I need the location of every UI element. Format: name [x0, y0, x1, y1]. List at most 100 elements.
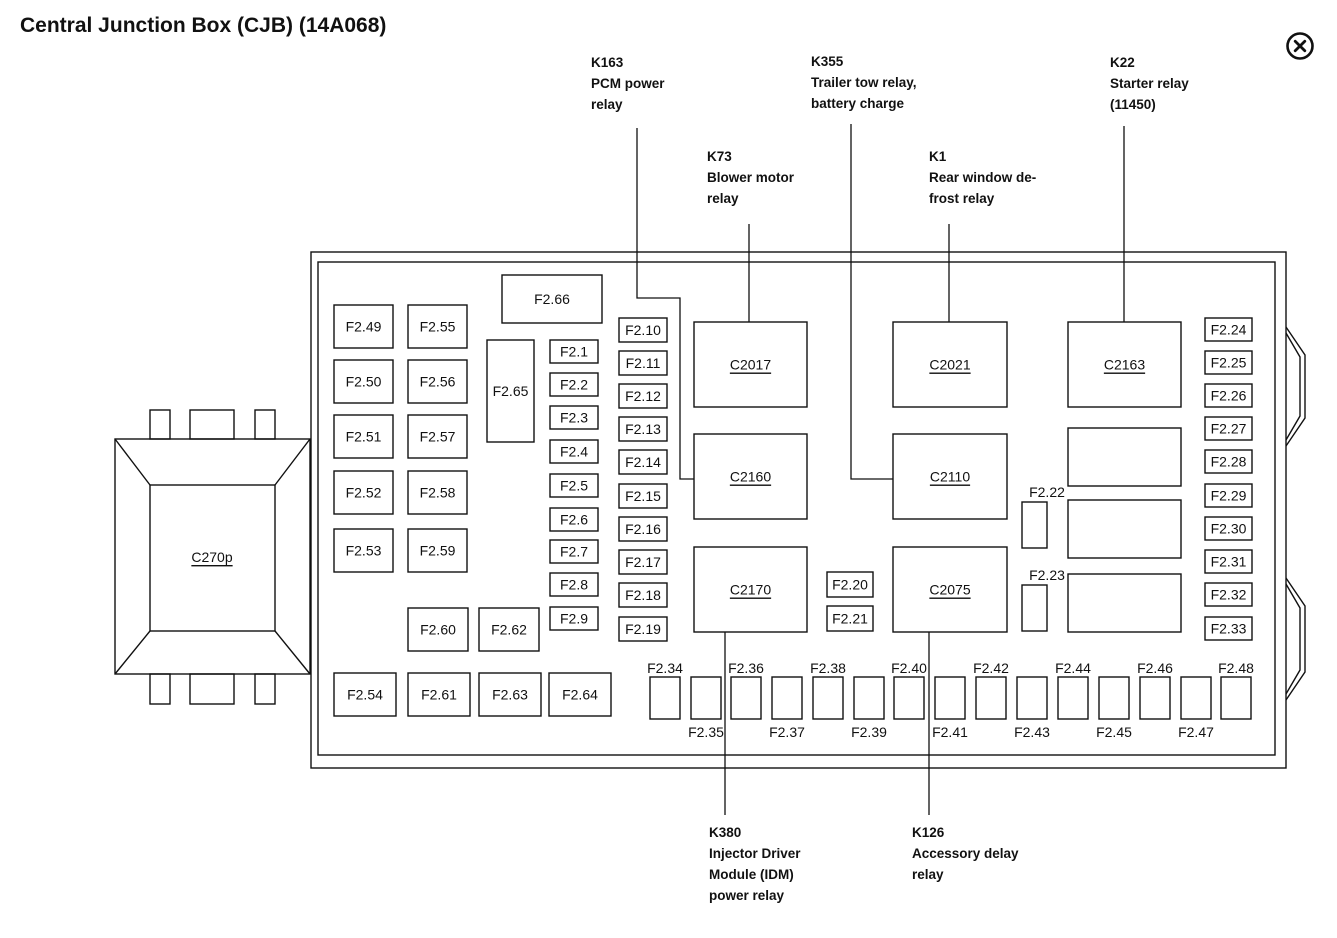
fuse-f2-5-label: F2.5 [560, 478, 588, 494]
fuse-f2-59-label: F2.59 [420, 543, 456, 559]
fuse-f2-54 [333, 672, 397, 717]
fuse-f2-35-label: F2.35 [688, 724, 724, 740]
fuse-f2-62-label: F2.62 [491, 622, 527, 638]
relay-c2075 [892, 546, 1008, 633]
fuse-f2-52-label: F2.52 [346, 485, 382, 501]
fuse-f2-24 [1204, 317, 1253, 342]
fuse-f2-27-label: F2.27 [1211, 421, 1247, 437]
fuse-f2-3-label: F2.3 [560, 410, 588, 426]
fuse-f2-31-label: F2.31 [1211, 554, 1247, 570]
fuse-f2-49-label: F2.49 [346, 319, 382, 335]
fuse-f2-36-label: F2.36 [728, 660, 764, 676]
fuse-f2-65 [486, 339, 535, 443]
fuse-f2-10-label: F2.10 [625, 322, 661, 338]
fuse-f2-17 [618, 549, 668, 575]
fuse-f2-9 [549, 606, 599, 631]
fuse-f2-66-label: F2.66 [534, 291, 570, 307]
fuse-f2-50 [333, 359, 394, 404]
fuse-f2-54-label: F2.54 [347, 687, 383, 703]
fuse-f2-46 [1139, 676, 1171, 720]
fuse-f2-25 [1204, 350, 1253, 375]
right-clip-upper [1285, 326, 1306, 447]
fuse-f2-4-label: F2.4 [560, 444, 588, 460]
relay-c2110 [892, 433, 1008, 520]
fuse-f2-49 [333, 304, 394, 349]
fuse-f2-61 [407, 672, 471, 717]
fuse-f2-22 [1021, 501, 1048, 549]
fuse-f2-8-label: F2.8 [560, 577, 588, 593]
fuse-f2-45 [1098, 676, 1130, 720]
relay-c2160 [693, 433, 808, 520]
fuse-f2-45-label: F2.45 [1096, 724, 1132, 740]
fuse-f2-21 [826, 605, 874, 632]
fuse-f2-15 [618, 483, 668, 509]
right-clip-lower [1285, 577, 1306, 701]
fuse-f2-44 [1057, 676, 1089, 720]
fuse-f2-8 [549, 572, 599, 597]
housing-outer [310, 251, 1287, 769]
fuse-f2-24-label: F2.24 [1211, 322, 1247, 338]
fuse-f2-40-label: F2.40 [891, 660, 927, 676]
fuse-f2-11 [618, 350, 668, 376]
fuse-f2-41 [934, 676, 966, 720]
fuse-f2-64-label: F2.64 [562, 687, 598, 703]
fuse-f2-56 [407, 359, 468, 404]
fuse-f2-18-label: F2.18 [625, 587, 661, 603]
fuse-f2-34 [649, 676, 681, 720]
fuse-f2-1-label: F2.1 [560, 344, 588, 360]
fuse-f2-11-label: F2.11 [626, 355, 661, 371]
fuse-f2-41-label: F2.41 [932, 724, 968, 740]
relay-slot-blank-1 [1067, 427, 1182, 487]
fuse-f2-32-label: F2.32 [1211, 587, 1247, 603]
fuse-f2-53-label: F2.53 [346, 543, 382, 559]
relay-c2160-label: C2160 [730, 469, 771, 485]
page-title: Central Junction Box (CJB) (14A068) [20, 14, 387, 37]
fuse-f2-60 [407, 607, 469, 652]
fuse-f2-30 [1204, 516, 1253, 541]
fuse-f2-60-label: F2.60 [420, 622, 456, 638]
fuse-f2-46-label: F2.46 [1137, 660, 1173, 676]
fuse-f2-29-label: F2.29 [1211, 488, 1247, 504]
fuse-f2-34-label: F2.34 [647, 660, 683, 676]
fuse-f2-3 [549, 405, 599, 430]
relay-slot-blank-2 [1067, 499, 1182, 559]
fuse-f2-23 [1021, 584, 1048, 632]
fuse-f2-28-label: F2.28 [1211, 454, 1247, 470]
fuse-f2-40 [893, 676, 925, 720]
fuse-f2-7 [549, 539, 599, 564]
close-circle-icon[interactable] [1285, 31, 1315, 61]
relay-slot-blank-3 [1067, 573, 1182, 633]
fuse-f2-58-label: F2.58 [420, 485, 456, 501]
fuse-f2-14-label: F2.14 [625, 454, 661, 470]
fuse-f2-19-label: F2.19 [625, 621, 661, 637]
fuse-f2-13 [618, 416, 668, 442]
fuse-f2-43-label: F2.43 [1014, 724, 1050, 740]
fuse-f2-42 [975, 676, 1007, 720]
fuse-f2-1 [549, 339, 599, 364]
fuse-f2-2 [549, 372, 599, 397]
fuse-f2-27 [1204, 416, 1253, 441]
relay-c2021 [892, 321, 1008, 408]
fuse-f2-28 [1204, 449, 1253, 474]
fuse-f2-39 [853, 676, 885, 720]
fuse-f2-55 [407, 304, 468, 349]
fuse-f2-26-label: F2.26 [1211, 388, 1247, 404]
leader-k163 [636, 128, 694, 480]
fuse-f2-33 [1204, 616, 1253, 641]
relay-c2163-label: C2163 [1104, 357, 1145, 373]
fuse-f2-48-label: F2.48 [1218, 660, 1254, 676]
fuse-f2-18 [618, 582, 668, 608]
leader-k355 [850, 124, 893, 480]
fuse-f2-29 [1204, 483, 1253, 508]
fuse-f2-15-label: F2.15 [625, 488, 661, 504]
fuse-f2-38 [812, 676, 844, 720]
fuse-f2-12 [618, 383, 668, 409]
fuse-f2-10 [618, 317, 668, 343]
fuse-f2-13-label: F2.13 [625, 421, 661, 437]
fuse-f2-17-label: F2.17 [625, 554, 661, 570]
